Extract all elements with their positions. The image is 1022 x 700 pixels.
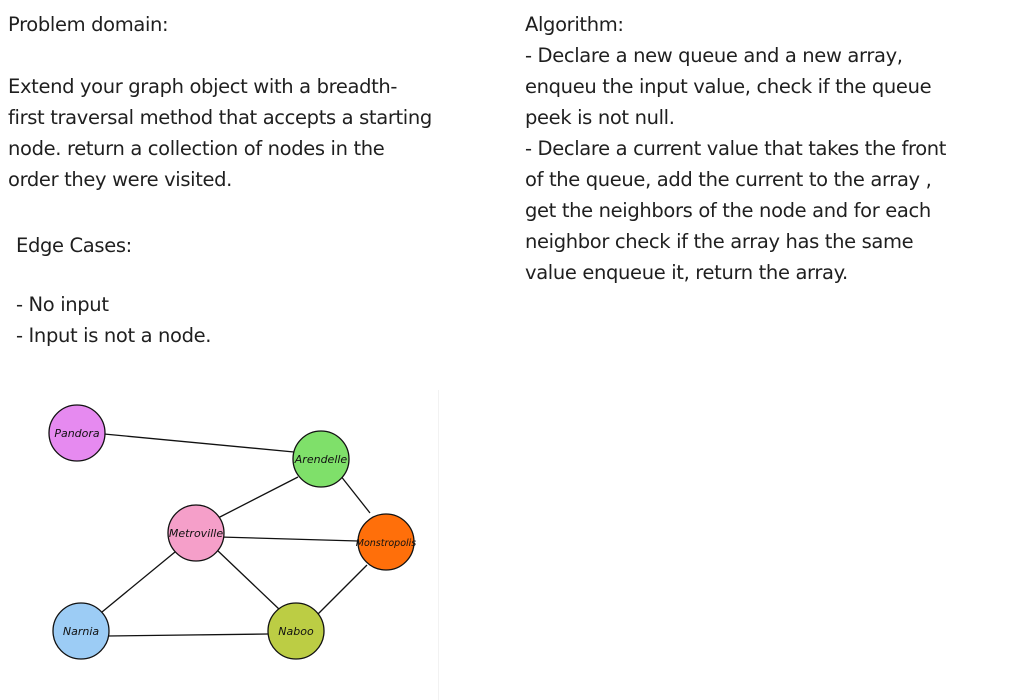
algorithm-line: - Declare a current value that takes the… [525, 137, 947, 160]
node-circle [357, 513, 415, 571]
node-label: Naboo [278, 625, 314, 638]
node-naboo: Naboo [267, 602, 325, 660]
problem-line: Extend your graph object with a breadth- [8, 75, 398, 98]
node-label: Pandora [54, 427, 100, 440]
algorithm-line: neighbor check if the array has the same [525, 230, 914, 253]
edge-cases-heading: Edge Cases: [16, 234, 132, 257]
node-circle [267, 602, 325, 660]
problem-line: first traversal method that accepts a st… [8, 106, 432, 129]
problem-line: order they were visited. [8, 168, 233, 191]
algorithm-line: get the neighbors of the node and for ea… [525, 199, 931, 222]
node-circle [48, 404, 106, 462]
graph-edges [101, 433, 371, 637]
edge-narnia-naboo [107, 633, 269, 637]
problem-heading: Problem domain: [8, 13, 169, 36]
algorithm-heading: Algorithm: [525, 13, 624, 36]
edge-pandora-arendelle [103, 433, 295, 453]
graph-divider [438, 390, 439, 700]
node-circle [167, 504, 225, 562]
edge-case-item: - No input [16, 293, 109, 316]
node-metroville: Metroville [167, 504, 225, 562]
node-circle [292, 430, 350, 488]
node-label: Monstropolis [356, 538, 417, 549]
edge-metroville-naboo [216, 549, 281, 611]
edge-metroville-monstropolis [219, 536, 359, 542]
node-narnia: Narnia [52, 602, 110, 660]
algorithm-line: - Declare a new queue and a new array, [525, 44, 903, 67]
edge-case-item: - Input is not a node. [16, 324, 212, 347]
node-label: Narnia [63, 625, 100, 638]
edge-monstropolis-naboo [316, 564, 368, 616]
node-label: Metroville [169, 527, 224, 540]
edge-arendelle-metroville [215, 476, 299, 520]
node-pandora: Pandora [48, 404, 106, 462]
node-arendelle: Arendelle [292, 430, 350, 488]
graph-diagram: Pandora Arendelle Metroville Monstropoli… [48, 404, 417, 660]
algorithm-line: enqueu the input value, check if the que… [525, 75, 932, 98]
algorithm-line: value enqueue it, return the array. [525, 261, 848, 284]
algorithm-line: peek is not null. [525, 106, 675, 129]
edge-arendelle-monstropolis [339, 474, 371, 514]
left-column: Problem domain: Extend your graph object… [8, 9, 432, 351]
edge-metroville-narnia [101, 551, 176, 613]
node-circle [52, 602, 110, 660]
node-monstropolis: Monstropolis [356, 513, 417, 571]
node-label: Arendelle [294, 453, 348, 466]
right-column: Algorithm: - Declare a new queue and a n… [525, 9, 946, 288]
algorithm-line: of the queue, add the current to the arr… [525, 168, 932, 191]
problem-line: node. return a collection of nodes in th… [8, 137, 385, 160]
